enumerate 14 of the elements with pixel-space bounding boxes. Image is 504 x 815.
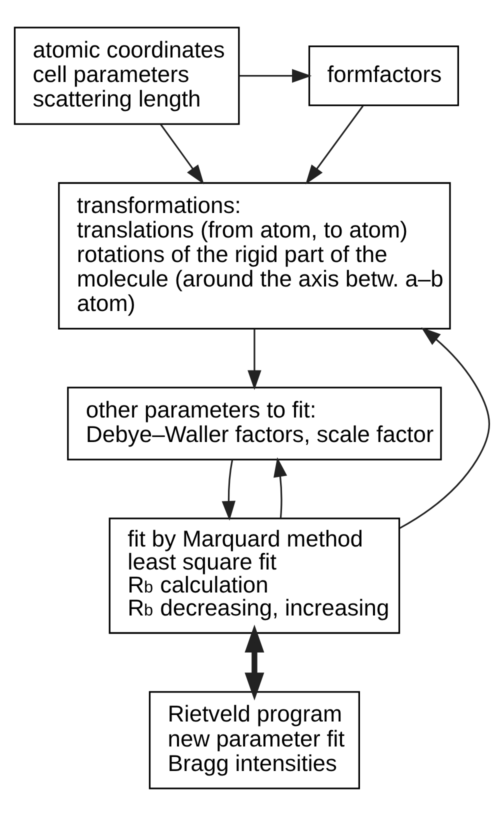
arrow: [160, 123, 204, 184]
arrow: [244, 624, 264, 700]
arrow: [222, 459, 236, 520]
node-box: transformations: translations (from atom, to atom) rotations of the rigid part of the molecule (around the axis betw. a–b atom): [58, 182, 451, 329]
arrow: [248, 328, 262, 390]
node-box: other parameters to fit: Debye–Waller factors, scale factor: [67, 386, 442, 460]
arrow: [274, 456, 288, 518]
node-box: fit by Marquard method least square fit Rb calculation Rb decreasing, increasing: [108, 517, 400, 634]
node-box: Rietveld program new parameter fit Bragg intensities: [148, 690, 360, 789]
node-box: atomic coordinates cell parameters scattering length: [14, 26, 240, 124]
node-box: formfactors: [308, 45, 459, 106]
arrow: [399, 326, 490, 528]
arrow: [239, 68, 312, 82]
arrow: [306, 104, 364, 184]
